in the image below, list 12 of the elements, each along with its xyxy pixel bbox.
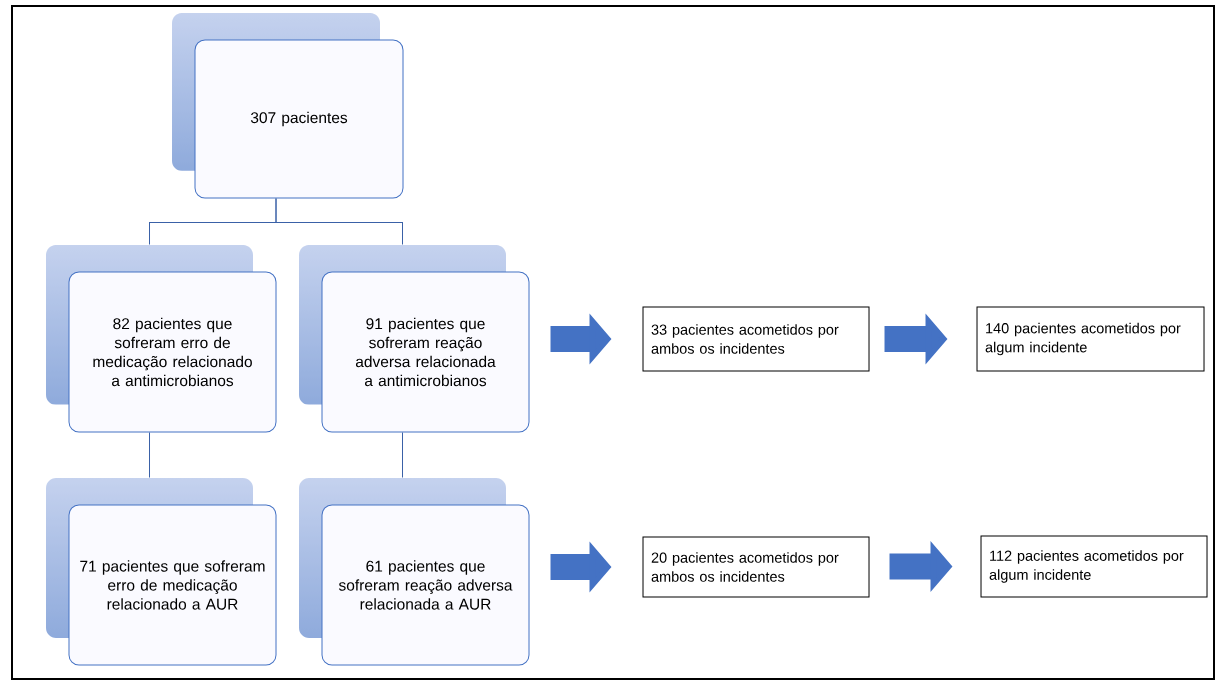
- text-box: 140 pacientes acometidos por algum incidente: [976, 306, 1205, 372]
- connector-line: [402, 432, 403, 478]
- text-box: 20 pacientes acometidos por ambos os incidentes: [642, 536, 870, 598]
- stacked-box: 61 pacientes que sofreram reação adversa relacionada a AUR: [321, 504, 530, 666]
- stacked-box: 91 pacientes que sofreram reação adversa relacionada a antimicrobianos: [321, 271, 530, 433]
- text-box: 112 pacientes acometidos por algum incidente: [980, 535, 1208, 598]
- stacked-box: 307 pacientes: [194, 39, 404, 199]
- stacked-box: 71 pacientes que sofreram erro de medicação relacionado a AUR: [68, 504, 277, 666]
- text-box: 33 pacientes acometidos por ambos os incidentes: [642, 306, 870, 372]
- connector-line: [275, 198, 403, 245]
- connector-line: [149, 432, 150, 478]
- stacked-box: 82 pacientes que sofreram erro de medicação relacionado a antimicrobianos: [68, 271, 277, 433]
